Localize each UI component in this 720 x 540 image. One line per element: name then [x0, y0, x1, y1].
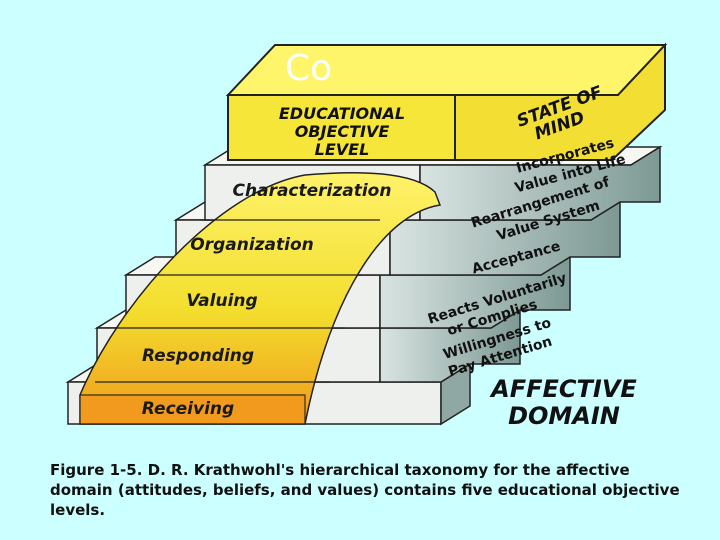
level-valuing: Valuing [186, 291, 257, 311]
level-organization: Organization [190, 235, 314, 255]
figure-caption: Figure 1-5. D. R. Krathwohl's hierarchic… [50, 461, 680, 519]
domain-label-line1: AFFECTIVE [489, 375, 637, 403]
objective-level-line3: LEVEL [315, 140, 370, 159]
level-characterization: Characterization [233, 181, 392, 201]
header-box [225, 42, 668, 161]
level-receiving: Receiving [142, 399, 234, 419]
level-responding: Responding [142, 346, 254, 366]
overlay-title: Co [285, 48, 332, 89]
objective-level-line1: EDUCATIONAL [279, 104, 405, 123]
objective-level-line2: OBJECTIVE [295, 122, 390, 141]
arch-shape [79, 171, 442, 425]
domain-label-line2: DOMAIN [508, 402, 620, 430]
